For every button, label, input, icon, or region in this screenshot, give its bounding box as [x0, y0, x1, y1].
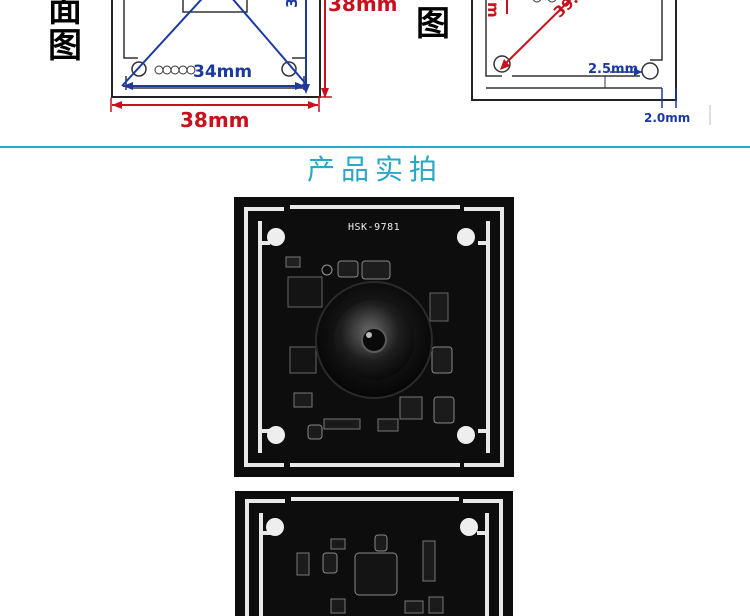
right-diagram: 图 39.6m m 2.5mm 2.0mm	[380, 0, 750, 145]
dim-inner-width-label: 34mm	[193, 62, 253, 82]
board-front-image	[234, 197, 514, 477]
dim-inner-height-label: 34m	[283, 0, 301, 8]
board-front-photo: HSK-9781	[234, 197, 514, 477]
right-board-outline	[471, 0, 711, 125]
dim-hole-diameter-label: 2.5mm	[588, 62, 639, 77]
dim-edge-label: 2.0mm	[644, 111, 691, 125]
board-back-photo	[235, 491, 513, 616]
board-back-image	[235, 491, 513, 616]
left-side-label: 面图	[48, 0, 82, 66]
dim-height-partial-label: m	[484, 2, 502, 18]
dim-outer-height-label: 38mm	[328, 0, 398, 16]
left-diagram: 面图	[0, 0, 398, 145]
section-title: 产品实拍	[306, 153, 443, 186]
board-model-label: HSK-9781	[348, 222, 401, 233]
dim-outer-width-label: 38mm	[180, 108, 250, 132]
right-side-label: 图	[416, 4, 450, 44]
left-board-outline	[110, 0, 332, 112]
section-divider	[0, 146, 750, 148]
